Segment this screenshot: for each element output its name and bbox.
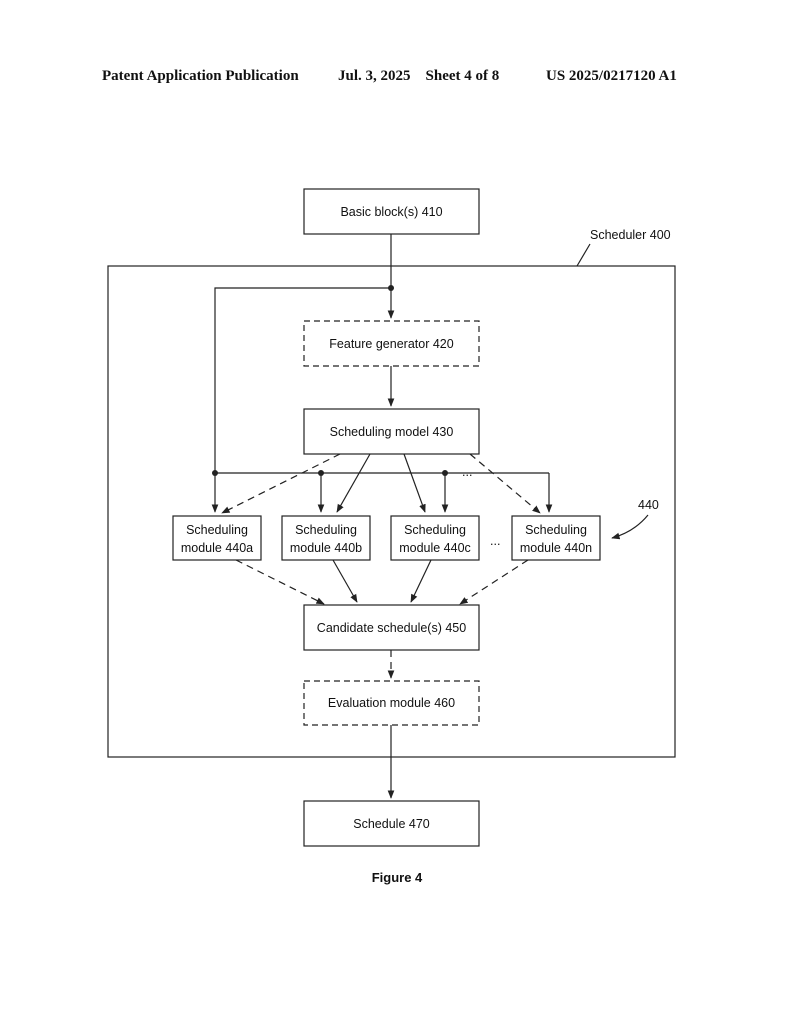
group-label: 440 bbox=[638, 498, 659, 512]
scheduler-leader-line bbox=[576, 243, 591, 267]
scheduler-label: Scheduler 400 bbox=[590, 228, 671, 242]
publication-title: Patent Application Publication bbox=[102, 68, 299, 84]
feature-generator-box bbox=[303, 320, 480, 367]
evaluation-module-box bbox=[303, 680, 480, 726]
module-c-line1: Scheduling bbox=[404, 523, 466, 537]
model-arrow-n bbox=[469, 453, 541, 514]
module-b-line2: module 440b bbox=[290, 541, 362, 555]
module-a-line2: module 440a bbox=[181, 541, 253, 555]
model-arrow-b bbox=[336, 453, 371, 513]
basic-block-box bbox=[303, 188, 480, 235]
candidate-schedule-label: Candidate schedule(s) 450 bbox=[317, 621, 466, 635]
basic-block-label: Basic block(s) 410 bbox=[340, 205, 442, 219]
publication-date-sheet: Jul. 3, 2025 Sheet 4 of 8 bbox=[338, 68, 500, 84]
module-n-line1: Scheduling bbox=[525, 523, 587, 537]
model-arrow-c bbox=[403, 453, 426, 513]
module-c-to-candidate bbox=[410, 559, 432, 603]
module-a-to-candidate bbox=[235, 559, 325, 605]
module-b-to-candidate bbox=[332, 559, 358, 603]
evaluation-module-label: Evaluation module 460 bbox=[328, 696, 455, 710]
scheduling-model-box bbox=[303, 408, 480, 455]
publication-number: US 2025/0217120 A1 bbox=[546, 68, 677, 84]
module-c-line2: module 440c bbox=[399, 541, 471, 555]
module-c-box bbox=[390, 515, 480, 561]
module-a-line1: Scheduling bbox=[186, 523, 248, 537]
module-n-line2: module 440n bbox=[520, 541, 592, 555]
module-n-to-candidate bbox=[459, 559, 529, 605]
bus-ellipsis: ... bbox=[462, 465, 472, 479]
model-arrow-a bbox=[221, 453, 341, 514]
scheduling-model-label: Scheduling model 430 bbox=[330, 425, 454, 439]
schedule-label: Schedule 470 bbox=[353, 817, 430, 831]
bypass-line bbox=[214, 287, 391, 473]
feature-generator-label: Feature generator 420 bbox=[329, 337, 453, 351]
module-b-line1: Scheduling bbox=[295, 523, 357, 537]
candidate-schedule-box bbox=[303, 604, 480, 651]
module-b-box bbox=[281, 515, 371, 561]
module-n-box bbox=[511, 515, 601, 561]
module-ellipsis: ... bbox=[490, 534, 500, 548]
module-a-box bbox=[172, 515, 262, 561]
schedule-box bbox=[303, 800, 480, 847]
figure-caption: Figure 4 bbox=[371, 870, 423, 885]
group-leader-arrow bbox=[611, 514, 649, 540]
